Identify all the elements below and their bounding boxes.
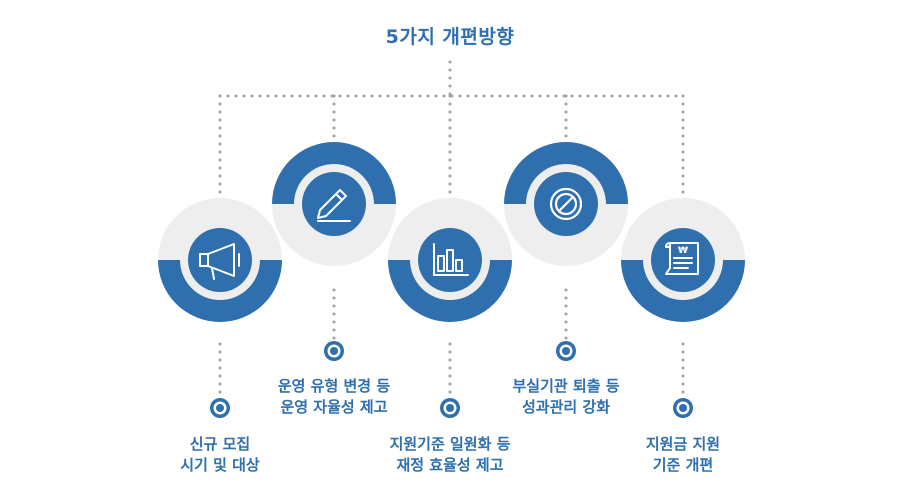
label-4: 부실기관 퇴출 등 성과관리 강화 (512, 377, 620, 416)
node-2 (272, 142, 396, 266)
megaphone-icon (199, 243, 240, 280)
marker-3 (440, 398, 460, 418)
node-4 (504, 142, 628, 266)
svg-text:₩: ₩ (678, 246, 688, 256)
diagram-title: 5가지 개편방향 (385, 26, 515, 48)
connector-lines (218, 60, 685, 398)
marker-1 (210, 398, 230, 418)
label-1: 신규 모집 시기 및 대상 (180, 435, 260, 474)
prohibited-sign-icon (549, 187, 583, 221)
node-1 (158, 198, 282, 322)
marker-2 (324, 341, 344, 361)
label-5: 지원금 지원 기준 개편 (645, 435, 721, 474)
label-3: 지원기준 일원화 등 재정 효율성 제고 (389, 435, 511, 474)
endpoint-markers (210, 341, 693, 418)
marker-5 (673, 398, 693, 418)
won-document-icon: ₩ (665, 242, 699, 275)
node-3 (388, 198, 512, 322)
node-5: ₩ (621, 198, 745, 322)
label-2: 운영 유형 변경 등 운영 자율성 제고 (277, 377, 391, 416)
pencil-icon (317, 189, 351, 222)
marker-4 (556, 341, 576, 361)
bar-chart-icon (433, 243, 469, 276)
